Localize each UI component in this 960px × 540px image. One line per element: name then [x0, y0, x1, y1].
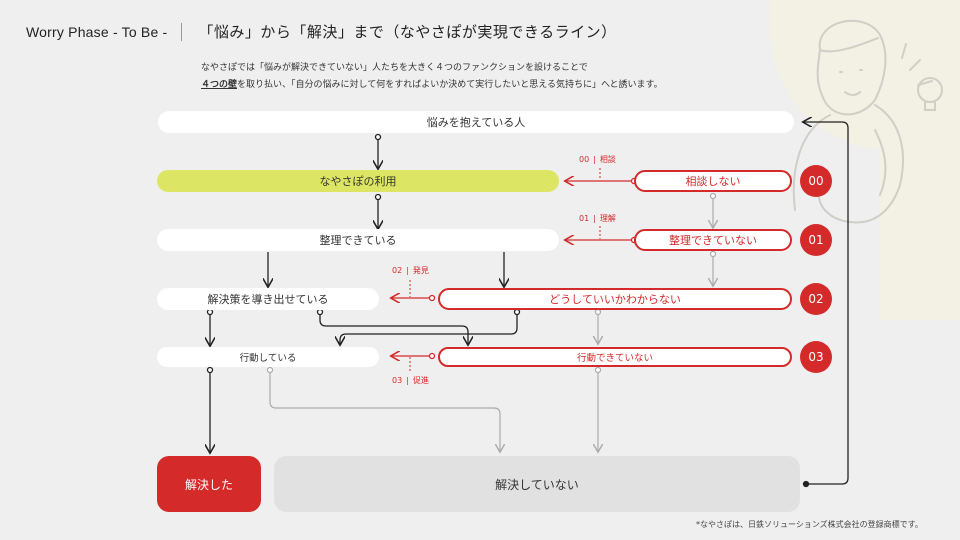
- outcome-not-solved: 解決していない: [274, 456, 800, 512]
- function-name: 相談: [599, 155, 616, 164]
- lightbulb-icon: [917, 77, 943, 111]
- page-title-en: Worry Phase - To Be -: [26, 23, 168, 40]
- description: なやさぽでは「悩みが解決できていない」人たちを大きく４つのファンクションを設ける…: [201, 60, 663, 94]
- background-decoration: [880, 120, 960, 320]
- node-use-service: なやさぽの利用: [157, 170, 559, 192]
- node-not-acting: 行動できていない: [438, 347, 792, 367]
- title-divider: [181, 22, 183, 41]
- function-badge-00: 00: [800, 165, 832, 197]
- header: Worry Phase - To Be - 「悩み」から「解決」まで（なやさぽが…: [26, 21, 617, 42]
- node-start: 悩みを抱えている人: [158, 111, 794, 133]
- function-name: 理解: [599, 214, 616, 223]
- function-number: 02: [392, 266, 403, 275]
- function-name: 発見: [412, 266, 429, 275]
- description-line-2-rest: を取り払い、「自分の悩みに対して何をすればよいか決めて実行したいと思える気持ちに…: [237, 80, 663, 90]
- outcome-solved: 解決した: [157, 456, 261, 512]
- function-badge-02: 02: [800, 283, 832, 315]
- function-number: 00: [579, 155, 590, 164]
- node-not-organized: 整理できていない: [634, 229, 792, 251]
- node-organized: 整理できている: [157, 229, 559, 251]
- node-no-consult: 相談しない: [634, 170, 792, 192]
- function-number: 01: [579, 214, 590, 223]
- function-badge-03: 03: [800, 341, 832, 373]
- node-solution-found: 解決策を導き出せている: [157, 288, 379, 310]
- footnote: *なやさぽは、日鉄ソリューションズ株式会社の登録商標です。: [696, 520, 923, 529]
- person-thinking-illustration: [792, 19, 943, 224]
- description-line-2: ４つの壁を取り払い、「自分の悩みに対して何をすればよいか決めて実行したいと思える…: [201, 77, 663, 94]
- node-dont-know: どうしていいかわからない: [438, 288, 792, 310]
- function-label-00: 00|相談: [579, 155, 616, 164]
- function-number: 03: [392, 376, 403, 385]
- function-label-02: 02|発見: [392, 266, 429, 275]
- description-line-1: なやさぽでは「悩みが解決できていない」人たちを大きく４つのファンクションを設ける…: [201, 63, 588, 73]
- description-emphasis: ４つの壁: [201, 80, 238, 90]
- page-title-jp: 「悩み」から「解決」まで（なやさぽが実現できるライン）: [198, 23, 617, 41]
- function-name: 促進: [412, 376, 429, 385]
- function-label-03: 03|促進: [392, 376, 429, 385]
- function-badge-01: 01: [800, 224, 832, 256]
- node-acting: 行動している: [157, 347, 379, 367]
- function-label-01: 01|理解: [579, 214, 616, 223]
